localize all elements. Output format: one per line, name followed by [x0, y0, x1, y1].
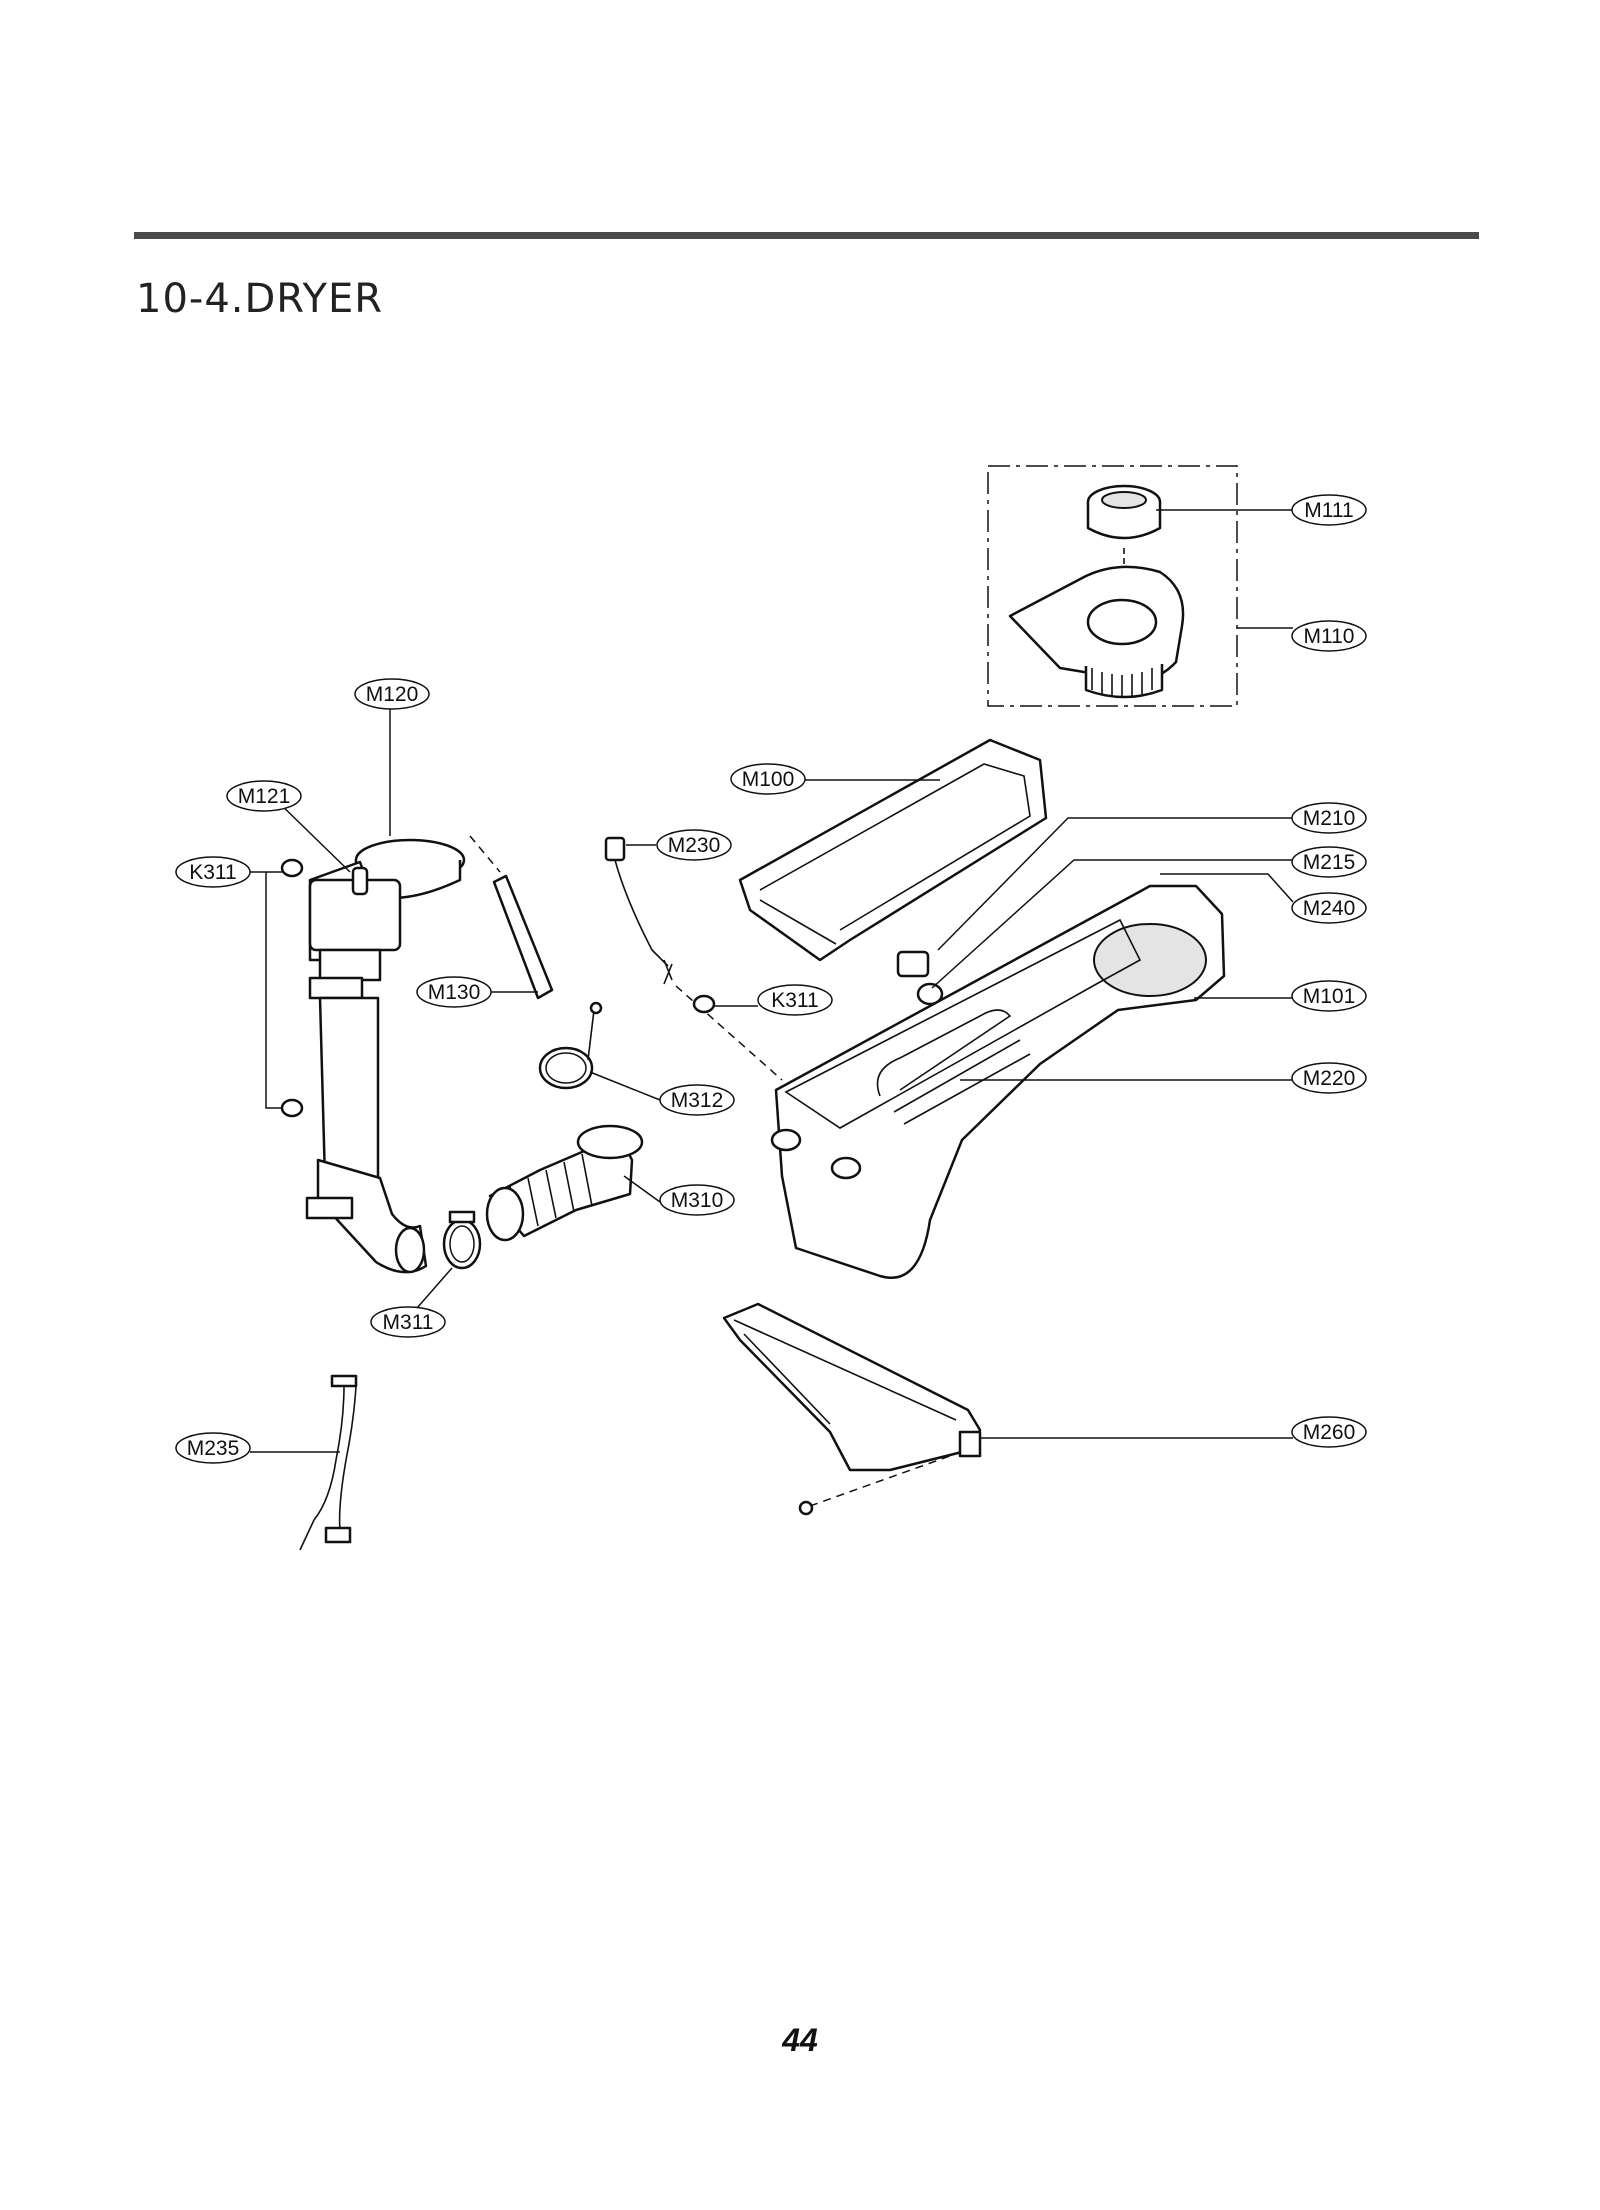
condenser-duct-part [305, 838, 466, 1274]
callout-M110: M110 [1291, 620, 1367, 652]
callout-M111-label: M111 [1304, 499, 1353, 522]
cap-part-left [280, 858, 304, 1118]
callout-M100: M100 [730, 763, 806, 795]
callout-M215-label: M215 [1303, 851, 1356, 874]
callout-M111: M111 [1291, 494, 1367, 526]
callout-M310: M310 [659, 1184, 735, 1216]
fan-housing-part [1008, 565, 1185, 699]
callout-M260: M260 [1291, 1416, 1367, 1448]
callout-M230: M230 [656, 829, 732, 861]
thermostat-part [896, 950, 944, 1006]
callout-M100-label: M100 [742, 768, 795, 791]
heater-housing-part [770, 884, 1226, 1279]
callout-M120: M120 [354, 678, 430, 710]
callout-K311-mid-label: K311 [771, 989, 819, 1012]
callout-M312-label: M312 [671, 1089, 724, 1112]
thermistor-part [604, 836, 783, 1081]
callout-M220: M220 [1291, 1062, 1367, 1094]
clamp-ring-part [538, 1001, 603, 1090]
callout-M210: M210 [1291, 802, 1367, 834]
callout-M240-label: M240 [1303, 897, 1356, 920]
callout-M235-label: M235 [187, 1437, 240, 1460]
mounting-bracket-part [722, 1302, 982, 1516]
callout-M310-label: M310 [671, 1189, 724, 1212]
callout-M311: M311 [370, 1306, 446, 1338]
cap-part-middle [692, 994, 716, 1014]
callout-K311-mid: K311 [757, 984, 833, 1016]
callout-M130: M130 [416, 976, 492, 1008]
callout-M240: M240 [1291, 892, 1367, 924]
callout-M120-label: M120 [366, 683, 419, 706]
section-title: 10-4.DRYER [136, 276, 384, 322]
fan-detail-box [987, 465, 1238, 707]
hose-clamp-part [442, 1210, 482, 1270]
callout-M130-label: M130 [428, 981, 481, 1004]
header-rule [134, 232, 1479, 239]
top-cover-part [738, 738, 1048, 962]
wire-harness-part [299, 1374, 358, 1551]
callout-M101: M101 [1291, 980, 1367, 1012]
drain-hose-part [469, 835, 554, 1000]
callout-M210-label: M210 [1303, 807, 1356, 830]
bellows-part [485, 1124, 644, 1242]
page-number: 44 [782, 2022, 818, 2058]
callout-M312: M312 [659, 1084, 735, 1116]
callout-M110-label: M110 [1304, 625, 1355, 648]
callout-M235: M235 [175, 1432, 251, 1464]
callout-M121: M121 [226, 780, 302, 812]
fan-motor-part [1086, 484, 1162, 590]
callout-M121-label: M121 [238, 785, 291, 808]
callout-M230-label: M230 [668, 834, 721, 857]
callout-M101-label: M101 [1303, 985, 1356, 1008]
callout-K311-left: K311 [175, 856, 251, 888]
leader-lines [218, 509, 1294, 1453]
callout-M311-label: M311 [383, 1311, 434, 1334]
callout-M215: M215 [1291, 846, 1367, 878]
callout-K311-left-label: K311 [189, 861, 237, 884]
callout-M260-label: M260 [1303, 1421, 1356, 1444]
callout-M220-label: M220 [1303, 1067, 1356, 1090]
